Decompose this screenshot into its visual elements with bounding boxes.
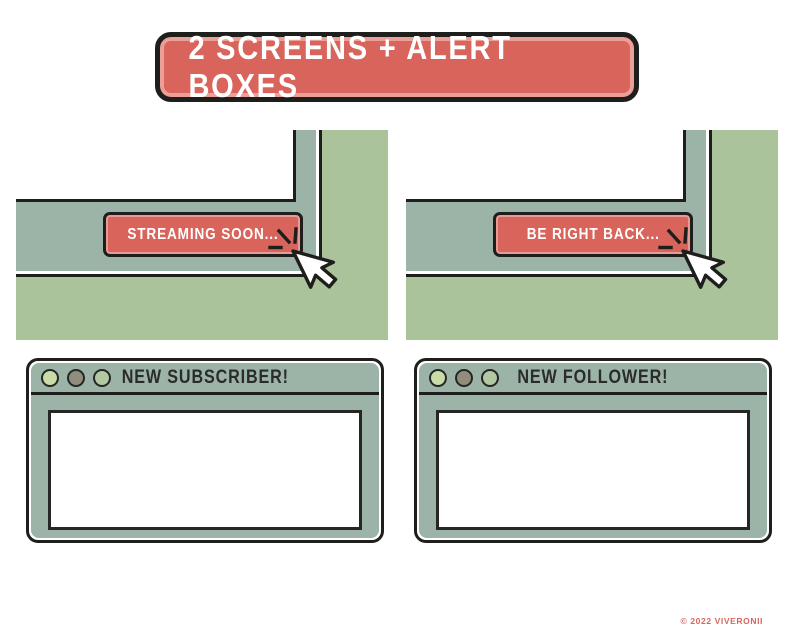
alert-title: NEW SUBSCRIBER!: [31, 367, 379, 389]
click-effect-icon: [268, 227, 298, 250]
screen-panel-streaming-soon: STREAMING SOON...: [16, 130, 388, 340]
mouse-pointer-click-icon: [658, 227, 728, 289]
alert-title-text: NEW SUBSCRIBER!: [121, 366, 289, 388]
alert-window: NEW SUBSCRIBER!: [31, 363, 379, 538]
be-right-back-button-label: BE RIGHT BACK...: [526, 225, 660, 243]
window-dot-3[interactable]: [93, 368, 111, 387]
alert-titlebar: NEW FOLLOWER!: [419, 363, 767, 395]
click-effect-icon: [658, 227, 688, 250]
alert-box-new-follower: NEW FOLLOWER!: [414, 358, 772, 543]
window-dot-1[interactable]: [41, 368, 59, 387]
credit-text: © 2022 VIVERONII: [680, 616, 763, 626]
alert-body: [419, 395, 767, 538]
alert-content-placeholder: [436, 410, 750, 530]
window-dot-3[interactable]: [481, 368, 499, 387]
alert-titlebar: NEW SUBSCRIBER!: [31, 363, 379, 395]
alert-window: NEW FOLLOWER!: [419, 363, 767, 538]
be-right-back-button[interactable]: BE RIGHT BACK...: [493, 212, 693, 257]
window-dot-2[interactable]: [67, 368, 85, 387]
streaming-soon-button[interactable]: STREAMING SOON...: [103, 212, 303, 257]
title-banner: 2 SCREENS + ALERT BOXES: [155, 29, 639, 104]
alert-box-new-subscriber: NEW SUBSCRIBER!: [26, 358, 384, 543]
streaming-soon-button-label: STREAMING SOON...: [127, 225, 279, 243]
alert-content-placeholder: [48, 410, 362, 530]
screen-panel-be-right-back: BE RIGHT BACK...: [406, 130, 778, 340]
alert-title-text: NEW FOLLOWER!: [517, 366, 669, 388]
cursor-icon: [681, 249, 728, 289]
alert-body: [31, 395, 379, 538]
mouse-pointer-click-icon: [268, 227, 338, 289]
cursor-icon: [291, 249, 338, 289]
title-banner-label: 2 SCREENS + ALERT BOXES: [188, 29, 512, 104]
window-dot-2[interactable]: [455, 368, 473, 387]
browser-window-content: [16, 130, 296, 202]
browser-window-content: [406, 130, 686, 202]
alert-title: NEW FOLLOWER!: [419, 367, 767, 389]
window-dot-1[interactable]: [429, 368, 447, 387]
